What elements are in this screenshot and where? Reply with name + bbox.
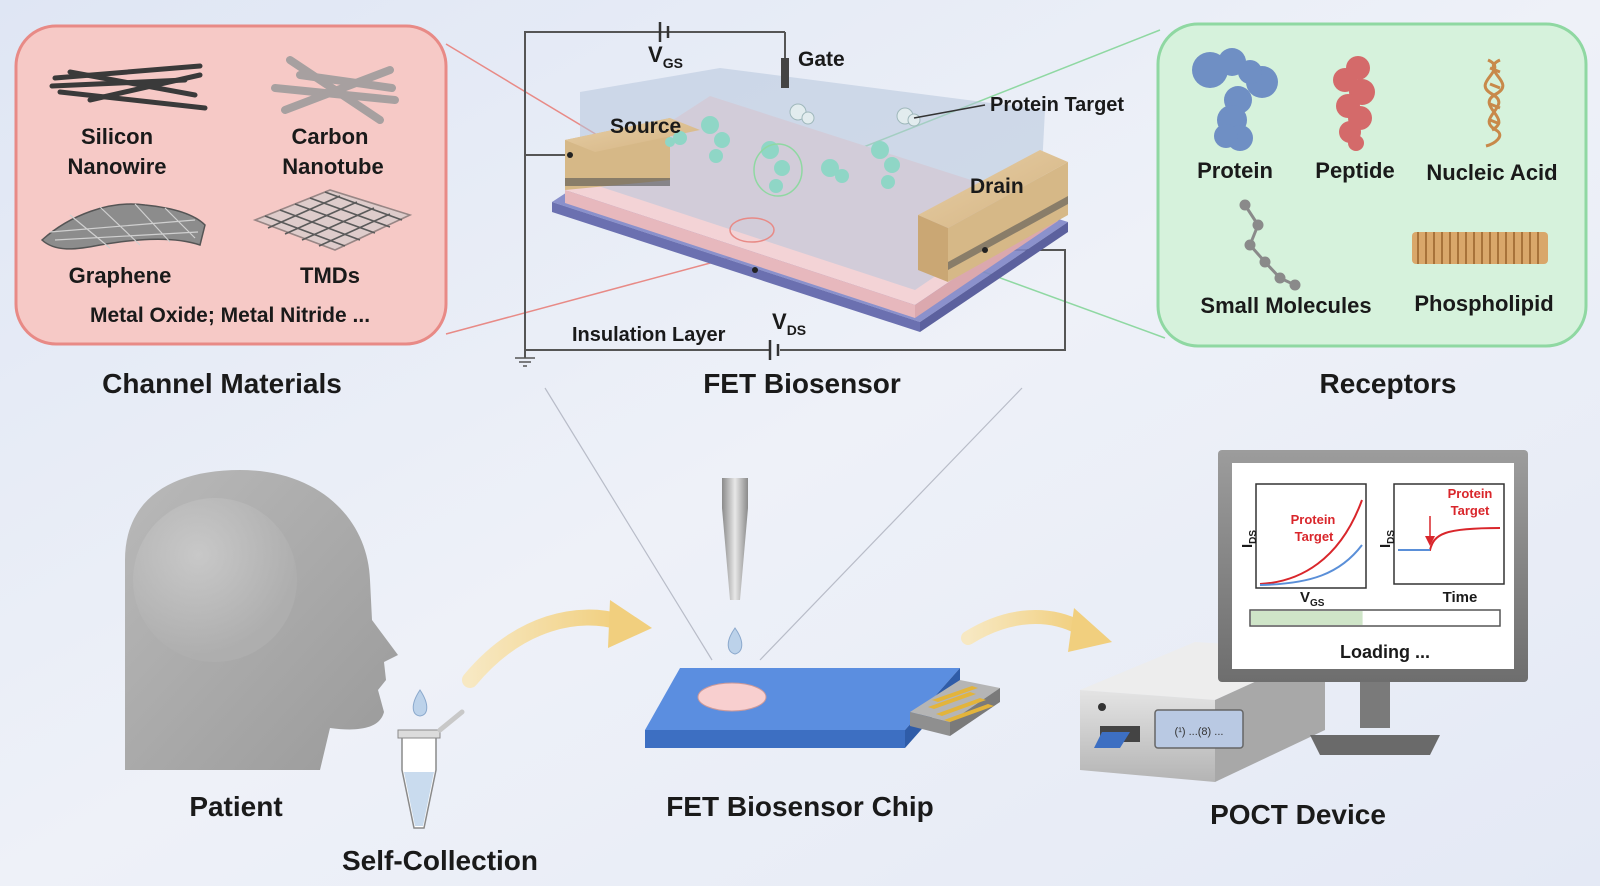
- small-molecule-icon: [1239, 199, 1301, 291]
- nucleic-acid-label: Nucleic Acid: [1426, 160, 1557, 185]
- patient-head-icon: [125, 470, 398, 770]
- plot2-ylabel: IDS: [1377, 530, 1397, 548]
- carbon-label-line1: Carbon: [292, 124, 369, 149]
- flow-arrow-1: [462, 600, 652, 688]
- plot1-xlabel: VGS: [1300, 589, 1325, 609]
- loading-label: Loading ...: [1340, 642, 1430, 662]
- receptors-title: Receptors: [1320, 368, 1457, 399]
- bound-receptors: [665, 116, 900, 193]
- peptide-label: Peptide: [1315, 158, 1394, 183]
- plot2-annotation-line2: Target: [1451, 503, 1490, 518]
- source-label: Source: [610, 115, 681, 138]
- patient-label: Patient: [189, 791, 282, 822]
- vgs-battery-icon: [658, 22, 670, 42]
- gate-label: Gate: [798, 48, 845, 71]
- channel-materials-title: Channel Materials: [102, 368, 342, 399]
- ground-icon: [515, 357, 535, 367]
- pipette-icon: [722, 478, 748, 655]
- poct-device: (¹) ...(8) ... Protein Target IDS VGS: [1080, 450, 1528, 782]
- fet-biosensor-diagram: VGS Gate Protein Target Source Drain Ins…: [515, 22, 1124, 367]
- flow-arrow-2: [961, 608, 1112, 652]
- silicon-nanowire-icon: [49, 63, 208, 111]
- time-response-plot: Protein Target IDS Time: [1377, 483, 1505, 606]
- vds-label: VDS: [772, 309, 806, 338]
- insulation-layer-label: Insulation Layer: [572, 324, 726, 346]
- fet-chip-label: FET Biosensor Chip: [666, 791, 934, 822]
- metal-oxide-label: Metal Oxide; Metal Nitride ...: [90, 304, 370, 327]
- plot1-annotation-line1: Protein: [1291, 512, 1336, 527]
- self-collection-label: Self-Collection: [342, 845, 538, 876]
- silicon-label-line2: Nanowire: [67, 154, 166, 179]
- fet-biosensor-title: FET Biosensor: [703, 368, 901, 399]
- nucleic-acid-icon: [1483, 58, 1505, 148]
- tmds-icon: [252, 189, 413, 251]
- graphene-label: Graphene: [69, 263, 172, 288]
- plot1-ylabel: IDS: [1239, 530, 1259, 548]
- collection-tube-icon: [397, 689, 465, 829]
- graphene-icon: [40, 203, 206, 250]
- vds-battery-icon: [768, 340, 780, 360]
- protein-antibody-icon: [1192, 48, 1278, 151]
- source-electrode: [565, 118, 700, 190]
- protein-target-label: Protein Target: [990, 94, 1124, 116]
- channel-materials-panel: Silicon Nanowire Carbon Nanotube Graphen…: [14, 24, 448, 346]
- receptors-panel: Protein Peptide Nucleic Acid Small Molec…: [1156, 22, 1588, 348]
- plot1-annotation-line2: Target: [1295, 529, 1334, 544]
- phospholipid-label: Phospholipid: [1414, 291, 1553, 316]
- protein-label: Protein: [1197, 158, 1273, 183]
- fet-biosensor-chip-icon: [645, 668, 1000, 748]
- vgs-label: VGS: [648, 42, 683, 71]
- peptide-icon: [1333, 56, 1375, 151]
- tmds-label: TMDs: [300, 263, 360, 288]
- plot2-xlabel: Time: [1443, 589, 1478, 606]
- plot2-annotation-line1: Protein: [1448, 486, 1493, 501]
- small-molecules-label: Small Molecules: [1200, 293, 1371, 318]
- phospholipid-icon: [1412, 232, 1548, 264]
- drain-electrode: [918, 150, 1068, 282]
- carbon-nanotube-icon: [271, 56, 399, 124]
- protein-target-blobs: [789, 103, 921, 127]
- transfer-curve-plot: Protein Target IDS VGS: [1239, 483, 1367, 609]
- drain-label: Drain: [970, 175, 1024, 198]
- device-display-text: (¹) ...(8) ...: [1175, 726, 1224, 738]
- device-display-screen: [1154, 709, 1244, 749]
- poct-device-label: POCT Device: [1210, 799, 1386, 830]
- silicon-label-line1: Silicon: [81, 124, 153, 149]
- carbon-label-line2: Nanotube: [282, 154, 383, 179]
- loading-progress-fill: [1251, 611, 1363, 625]
